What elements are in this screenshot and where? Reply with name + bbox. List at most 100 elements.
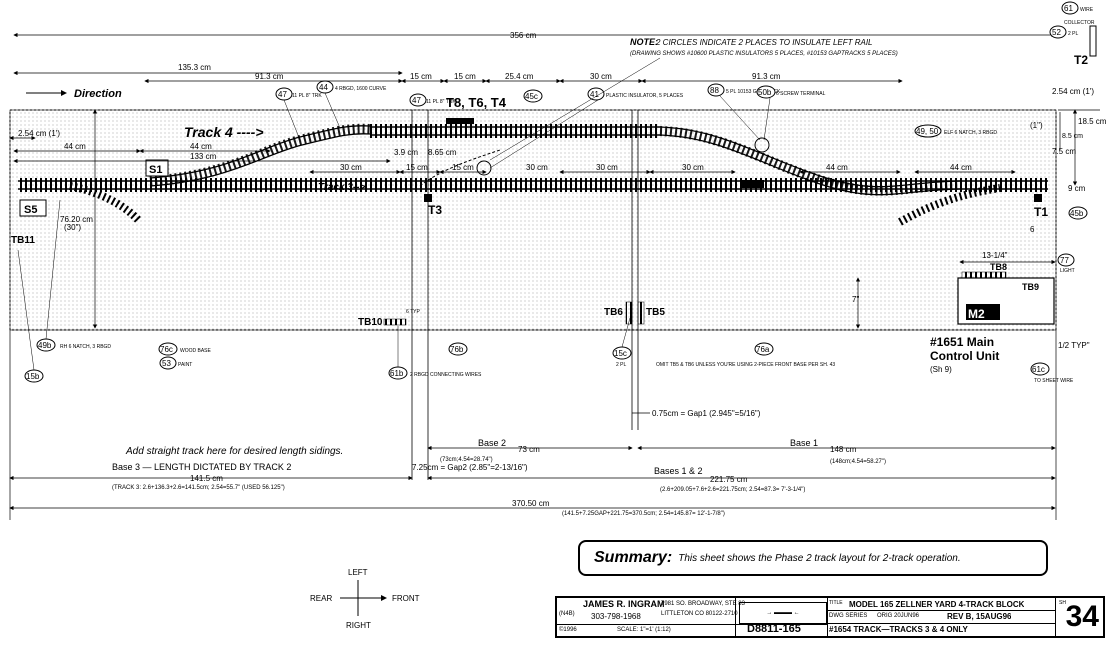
- d73-text: 73 cm: [518, 445, 540, 454]
- base3-text: Base 3 — LENGTH DICTATED BY TRACK 2: [112, 462, 291, 472]
- dim-39-text: 3.9 cm: [394, 148, 418, 157]
- tb-logo-graphic: → ▬▬▬ ←: [739, 602, 827, 624]
- callout-49b-text: RH 6 NATCH, 3 RBGD: [60, 344, 111, 350]
- m2-block: [966, 304, 1000, 320]
- right-turnout-stub: [898, 184, 1001, 226]
- tb-scale: SCALE: 1"=1' (1:12): [617, 627, 671, 633]
- tb-logo-left: (N4B): [559, 611, 575, 617]
- tb6-label: TB6: [604, 307, 623, 318]
- tb-address1: 7981 SO. BROADWAY, STE 83: [661, 601, 745, 607]
- insulator-circle-1: [476, 160, 492, 176]
- gap2-text: 7.25cm = Gap2 (2.85"=2-13/16"): [412, 463, 528, 472]
- callout-53-text: PAINT: [178, 362, 192, 368]
- base12-text: Bases 1 & 2: [654, 466, 703, 476]
- callout-61c: 61c: [1032, 365, 1045, 374]
- track-4-left-rail-a: [149, 125, 371, 179]
- track3-label: Track 3-->: [318, 182, 366, 193]
- summary-text: This sheet shows the Phase 2 track layou…: [678, 552, 961, 564]
- callout-61b: 61b: [390, 369, 404, 378]
- callout-61b-text: 2 RBGD CONNECTING WIRES: [410, 372, 482, 378]
- summary-box: Summary: This sheet shows the Phase 2 tr…: [578, 540, 1048, 576]
- dim-6-text: 6: [1030, 225, 1035, 234]
- dim-30d-text: 30 cm: [682, 163, 704, 172]
- dim-15d-text: 15 cm: [452, 163, 474, 172]
- t3-feeder: [424, 194, 432, 202]
- base2-calc-text: (73cm;4.54=28.74"): [440, 457, 493, 463]
- track-4-left-curve: [149, 123, 371, 186]
- d22175-text: 221.75 cm: [710, 475, 748, 484]
- callout-15b: 15b: [26, 372, 40, 381]
- callout-61: 61: [1064, 4, 1073, 13]
- base1-calc-text: (148cm;4.54=58.27"): [830, 459, 886, 465]
- tb5-label: TB5: [646, 307, 665, 318]
- lower-left-curve: [419, 149, 501, 187]
- track-4-right-rail-a: [659, 126, 961, 188]
- t3-label: T3: [428, 203, 442, 217]
- tb-sheet-label: SH: [1059, 600, 1066, 606]
- tb-address2: LITTLETON CO 80122-2710: [661, 611, 738, 617]
- dim-44d-text: 44 cm: [950, 163, 972, 172]
- track-3-ties: [18, 178, 1048, 192]
- gaptrack-block-2: [742, 180, 764, 188]
- control-unit-label-1: #1651 Main: [930, 335, 994, 349]
- dim-865-text: 8.65 cm: [428, 148, 457, 157]
- callout-50b-text: 6 SCREW TERMINAL: [776, 91, 826, 97]
- track-4-ties: [370, 124, 660, 138]
- callout-15c: 15c: [614, 349, 627, 358]
- tb-dwg-no: D8811-165: [747, 625, 801, 634]
- dim-30c-text: 30 cm: [596, 163, 618, 172]
- callout-47b: 47: [412, 96, 421, 105]
- tb5-strip: [637, 301, 645, 325]
- base1-text: Base 1: [790, 438, 818, 448]
- note-sub: (DRAWING SHOWS #10600 PLASTIC INSULATORS…: [630, 51, 898, 57]
- tb-phone: 303-798-1968: [591, 612, 641, 621]
- dim-254left-text: 2.54 cm (1'): [18, 129, 60, 138]
- title-block: (N4B) JAMES R. INGRAM 303-798-1968 7981 …: [555, 596, 1105, 638]
- tb11-label: TB11: [11, 235, 35, 246]
- tb-title: MODEL 165 ZELLNER YARD 4-TRACK BLOCK: [849, 600, 1025, 609]
- callout-88: 88: [710, 86, 719, 95]
- tb6-strip: [625, 301, 633, 325]
- tb-sheet-title: #1654 TRACK—TRACKS 3 & 4 ONLY: [829, 625, 968, 634]
- callout-76c-text: WOOD BASE: [180, 348, 212, 354]
- dim-1314-text: 13-1/4": [982, 251, 1008, 260]
- track4-label: Track 4 ---->: [184, 124, 264, 140]
- tb-author: JAMES R. INGRAM: [583, 600, 665, 609]
- dim-15a-text: 15 cm: [410, 72, 432, 81]
- tb-copyright: ©1996: [559, 627, 577, 633]
- tb-rev: REV B, 15AUG96: [947, 612, 1012, 621]
- tb-dwg-series-label: DWG SERIES: [829, 613, 868, 619]
- switch-motor-s5: [19, 199, 47, 217]
- track-4-right-curve: [659, 126, 961, 196]
- callout-44-text: 4 RBGD, 1600 CURVE: [335, 86, 387, 92]
- gaptrack-block-1: [446, 118, 474, 124]
- t2-label: T2: [1074, 53, 1088, 67]
- dim-30a-text: 30 cm: [590, 72, 612, 81]
- dim-7620-text: 76.20 cm: [60, 215, 93, 224]
- callout-52-text: 2 PL: [1068, 31, 1079, 37]
- dim-254-text: 25.4 cm: [505, 72, 534, 81]
- callout-61-text: WIRE: [1080, 7, 1094, 13]
- dim-30in-text: (30"): [64, 223, 81, 232]
- dim-85-text: 8.5 cm: [1062, 133, 1083, 140]
- typ-text: 6 TYP: [406, 309, 420, 315]
- base-board: [9, 109, 1057, 331]
- callout-41-text: PLASTIC INSULATOR, 5 PLACES: [606, 93, 684, 99]
- callout-47a-text: 11 PL 8" TRK: [292, 93, 322, 99]
- callout-77-text: LIGHT: [1060, 268, 1075, 274]
- callout-77: 77: [1060, 256, 1069, 265]
- tb8-strip: [961, 271, 1007, 279]
- control-unit-label-3: (Sh 9): [930, 365, 952, 374]
- d37050-text: 370.50 cm: [512, 499, 550, 508]
- front-base-strip: [9, 109, 1057, 331]
- base2-text: Base 2: [478, 438, 506, 448]
- callout-52: 52: [1052, 28, 1061, 37]
- t2-connector: [1089, 25, 1097, 57]
- dim-9-text: 9 cm: [1068, 184, 1086, 193]
- dim-356-text: 356 cm: [510, 31, 537, 40]
- track-4-left-rail-b: [149, 133, 371, 187]
- dim-44c-text: 44 cm: [826, 163, 848, 172]
- s1-label: S1: [149, 164, 162, 176]
- compass-rear: REAR: [310, 594, 332, 603]
- compass-right: RIGHT: [346, 621, 371, 630]
